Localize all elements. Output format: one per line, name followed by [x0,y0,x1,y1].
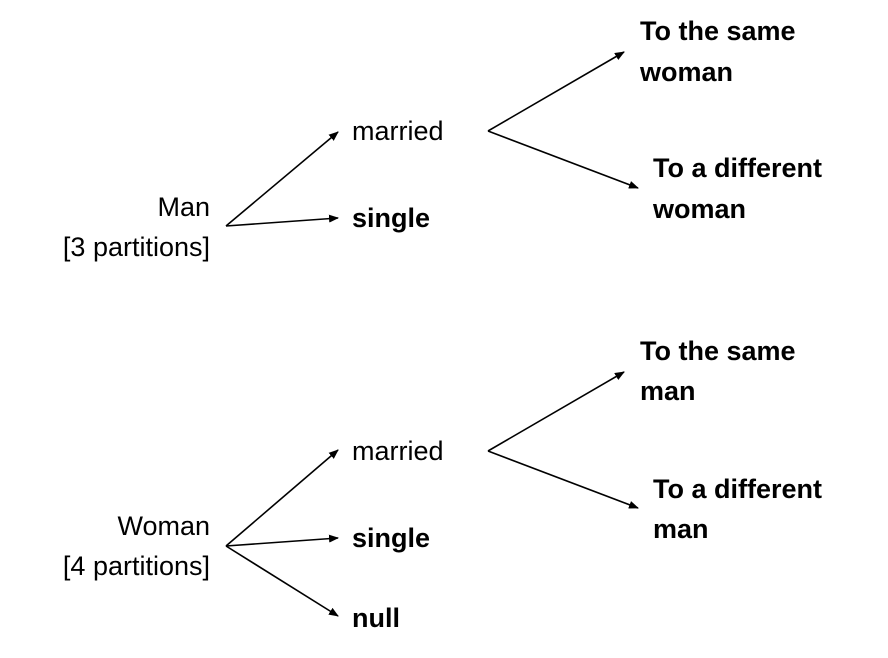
man-branch-married: married [352,116,444,146]
root-woman-note: [4 partitions] [62,551,210,581]
arrow-man-to-single [225,214,339,227]
man-sub-different-line1: To a different [653,153,823,183]
arrow-married-to-same-woman [487,51,625,132]
woman-sub-same-line1: To the same [640,336,796,366]
woman-sub-different-line1: To a different [653,474,823,504]
woman-branch-single: single [352,523,431,553]
arrow-man-to-married [225,131,339,227]
woman-branch-null: null [352,603,400,633]
man-sub-different-line2: woman [653,194,747,224]
arrow-woman-to-single [225,534,339,547]
woman-sub-different-line2: man [653,514,709,544]
root-woman-name: Woman [117,511,210,541]
woman-branch-married: married [352,436,444,466]
woman-sub-same-line2: man [640,376,696,406]
man-sub-same-line1: To the same [640,16,796,46]
man-sub-same-line2: woman [640,57,734,87]
root-man-name: Man [157,192,210,222]
man-branch-single: single [352,203,431,233]
arrow-married-to-same-man [487,371,625,452]
arrow-married-to-different-man [487,450,639,509]
arrow-woman-to-married [225,449,339,547]
arrow-married-to-different-woman [487,130,639,189]
root-man-note: [3 partitions] [62,232,210,262]
arrow-woman-to-null [225,545,339,617]
